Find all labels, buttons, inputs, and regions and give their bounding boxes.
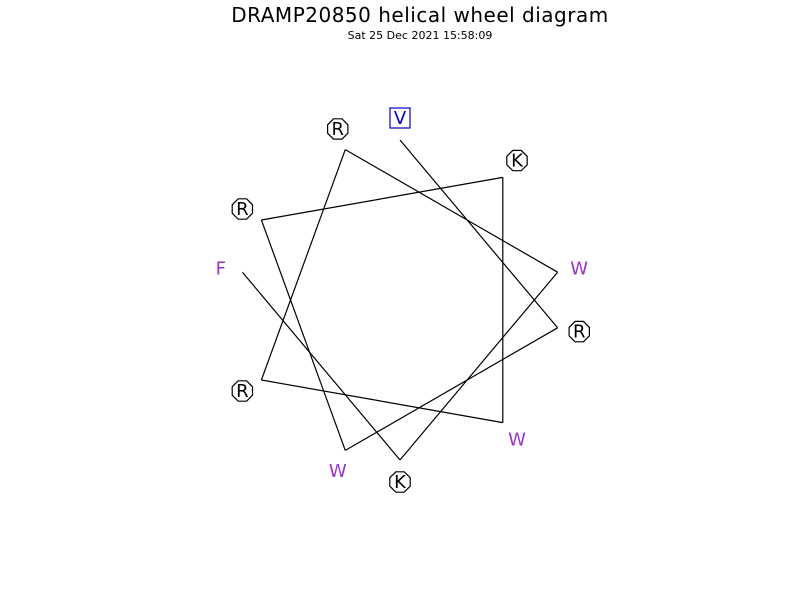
residue-w: W bbox=[329, 461, 347, 482]
residue-letter: W bbox=[508, 429, 526, 450]
wheel-connector-line bbox=[399, 271, 559, 461]
residue-letter: R bbox=[236, 381, 249, 402]
charged-octagon-marker bbox=[568, 320, 591, 343]
residue-r: R bbox=[327, 118, 349, 140]
residue-letter: K bbox=[394, 472, 407, 493]
diagram-title: DRAMP20850 helical wheel diagram bbox=[231, 3, 609, 27]
residue-k: K bbox=[389, 471, 411, 493]
charged-octagon-marker bbox=[231, 380, 254, 402]
residue-letter: V bbox=[394, 108, 407, 129]
wheel-connector-line bbox=[261, 379, 503, 424]
diagram-timestamp: Sat 25 Dec 2021 15:58:09 bbox=[347, 29, 493, 42]
wheel-connector-line bbox=[260, 149, 346, 381]
wheel-connector-line bbox=[344, 149, 558, 273]
residue-letter: F bbox=[216, 258, 226, 279]
residue-k: K bbox=[506, 149, 528, 172]
residue-w: W bbox=[508, 429, 526, 450]
residue-r: R bbox=[568, 320, 591, 343]
residue-letter: R bbox=[573, 322, 586, 343]
residue-letter: W bbox=[329, 461, 347, 482]
wheel-connector-line bbox=[260, 219, 346, 451]
charged-octagon-marker bbox=[506, 149, 528, 172]
wheel-connector-line bbox=[399, 139, 559, 329]
residue-letter: W bbox=[570, 258, 588, 279]
residue-letter: R bbox=[332, 119, 345, 140]
residue-r: R bbox=[231, 380, 254, 402]
charged-octagon-marker bbox=[231, 198, 254, 220]
residue-f: F bbox=[216, 258, 226, 279]
residue-letter: K bbox=[511, 151, 524, 172]
residue-r: R bbox=[231, 198, 254, 220]
wheel-connector-line bbox=[261, 176, 503, 221]
residue-letter: R bbox=[236, 199, 249, 220]
residue-v: V bbox=[389, 107, 411, 129]
charged-octagon-marker bbox=[389, 471, 411, 493]
wheel-connector-line bbox=[241, 271, 401, 461]
boxed-residue-marker bbox=[389, 107, 411, 129]
wheel-connector-line bbox=[344, 327, 558, 451]
residue-w: W bbox=[570, 258, 588, 279]
charged-octagon-marker bbox=[327, 118, 349, 140]
